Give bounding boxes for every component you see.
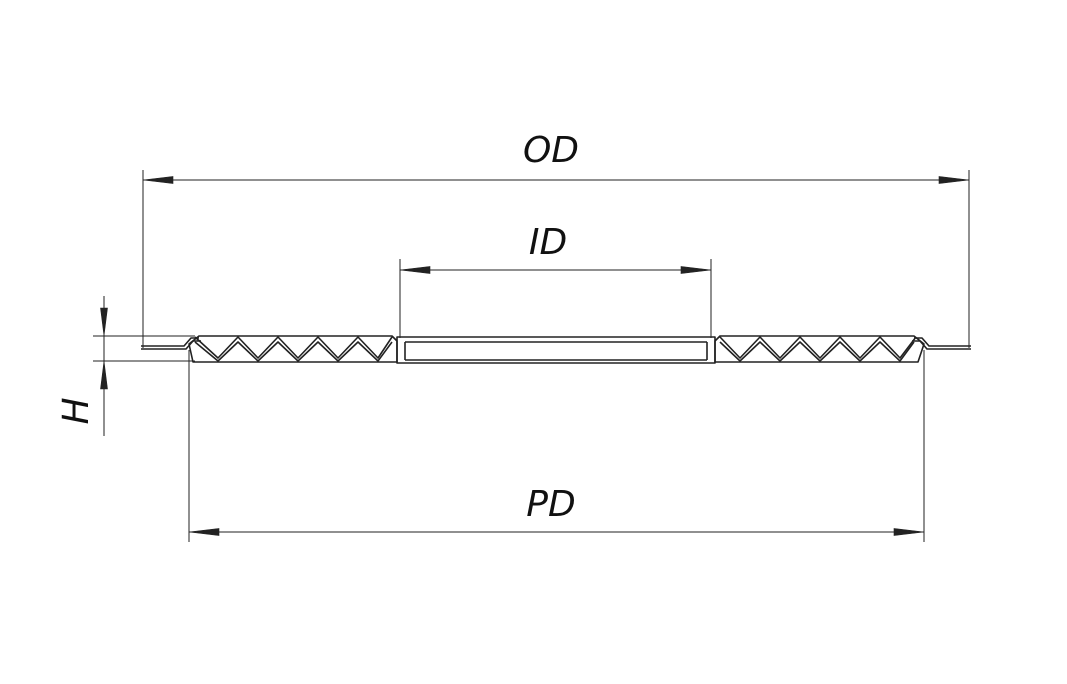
left-corrugation-outer xyxy=(194,336,393,359)
od-label: OD xyxy=(523,130,579,171)
h-arrow-bottom xyxy=(100,360,108,390)
id-dimension: ID xyxy=(399,222,712,338)
pd-dimension: PD xyxy=(188,350,925,542)
h-dimension: H xyxy=(56,296,195,436)
od-dimension: OD xyxy=(142,130,970,348)
right-corrugation-shell xyxy=(714,335,925,363)
right-corrugation-outer xyxy=(719,336,917,359)
h-arrow-top xyxy=(100,307,108,337)
id-label: ID xyxy=(529,222,567,263)
right-corrugation-inner xyxy=(719,341,915,362)
right-outer-flange xyxy=(912,337,971,350)
gasket-profile xyxy=(141,335,971,364)
pd-arrow-right xyxy=(893,528,925,536)
inner-ring-outline xyxy=(396,336,716,364)
id-arrow-left xyxy=(399,266,431,274)
left-outer-flange xyxy=(141,337,201,350)
pd-arrow-left xyxy=(188,528,220,536)
h-label: H xyxy=(56,397,97,424)
left-corrugation-inner xyxy=(194,341,393,362)
od-arrow-left xyxy=(142,176,174,184)
id-arrow-right xyxy=(680,266,712,274)
od-arrow-right xyxy=(938,176,970,184)
pd-label: PD xyxy=(526,484,575,525)
